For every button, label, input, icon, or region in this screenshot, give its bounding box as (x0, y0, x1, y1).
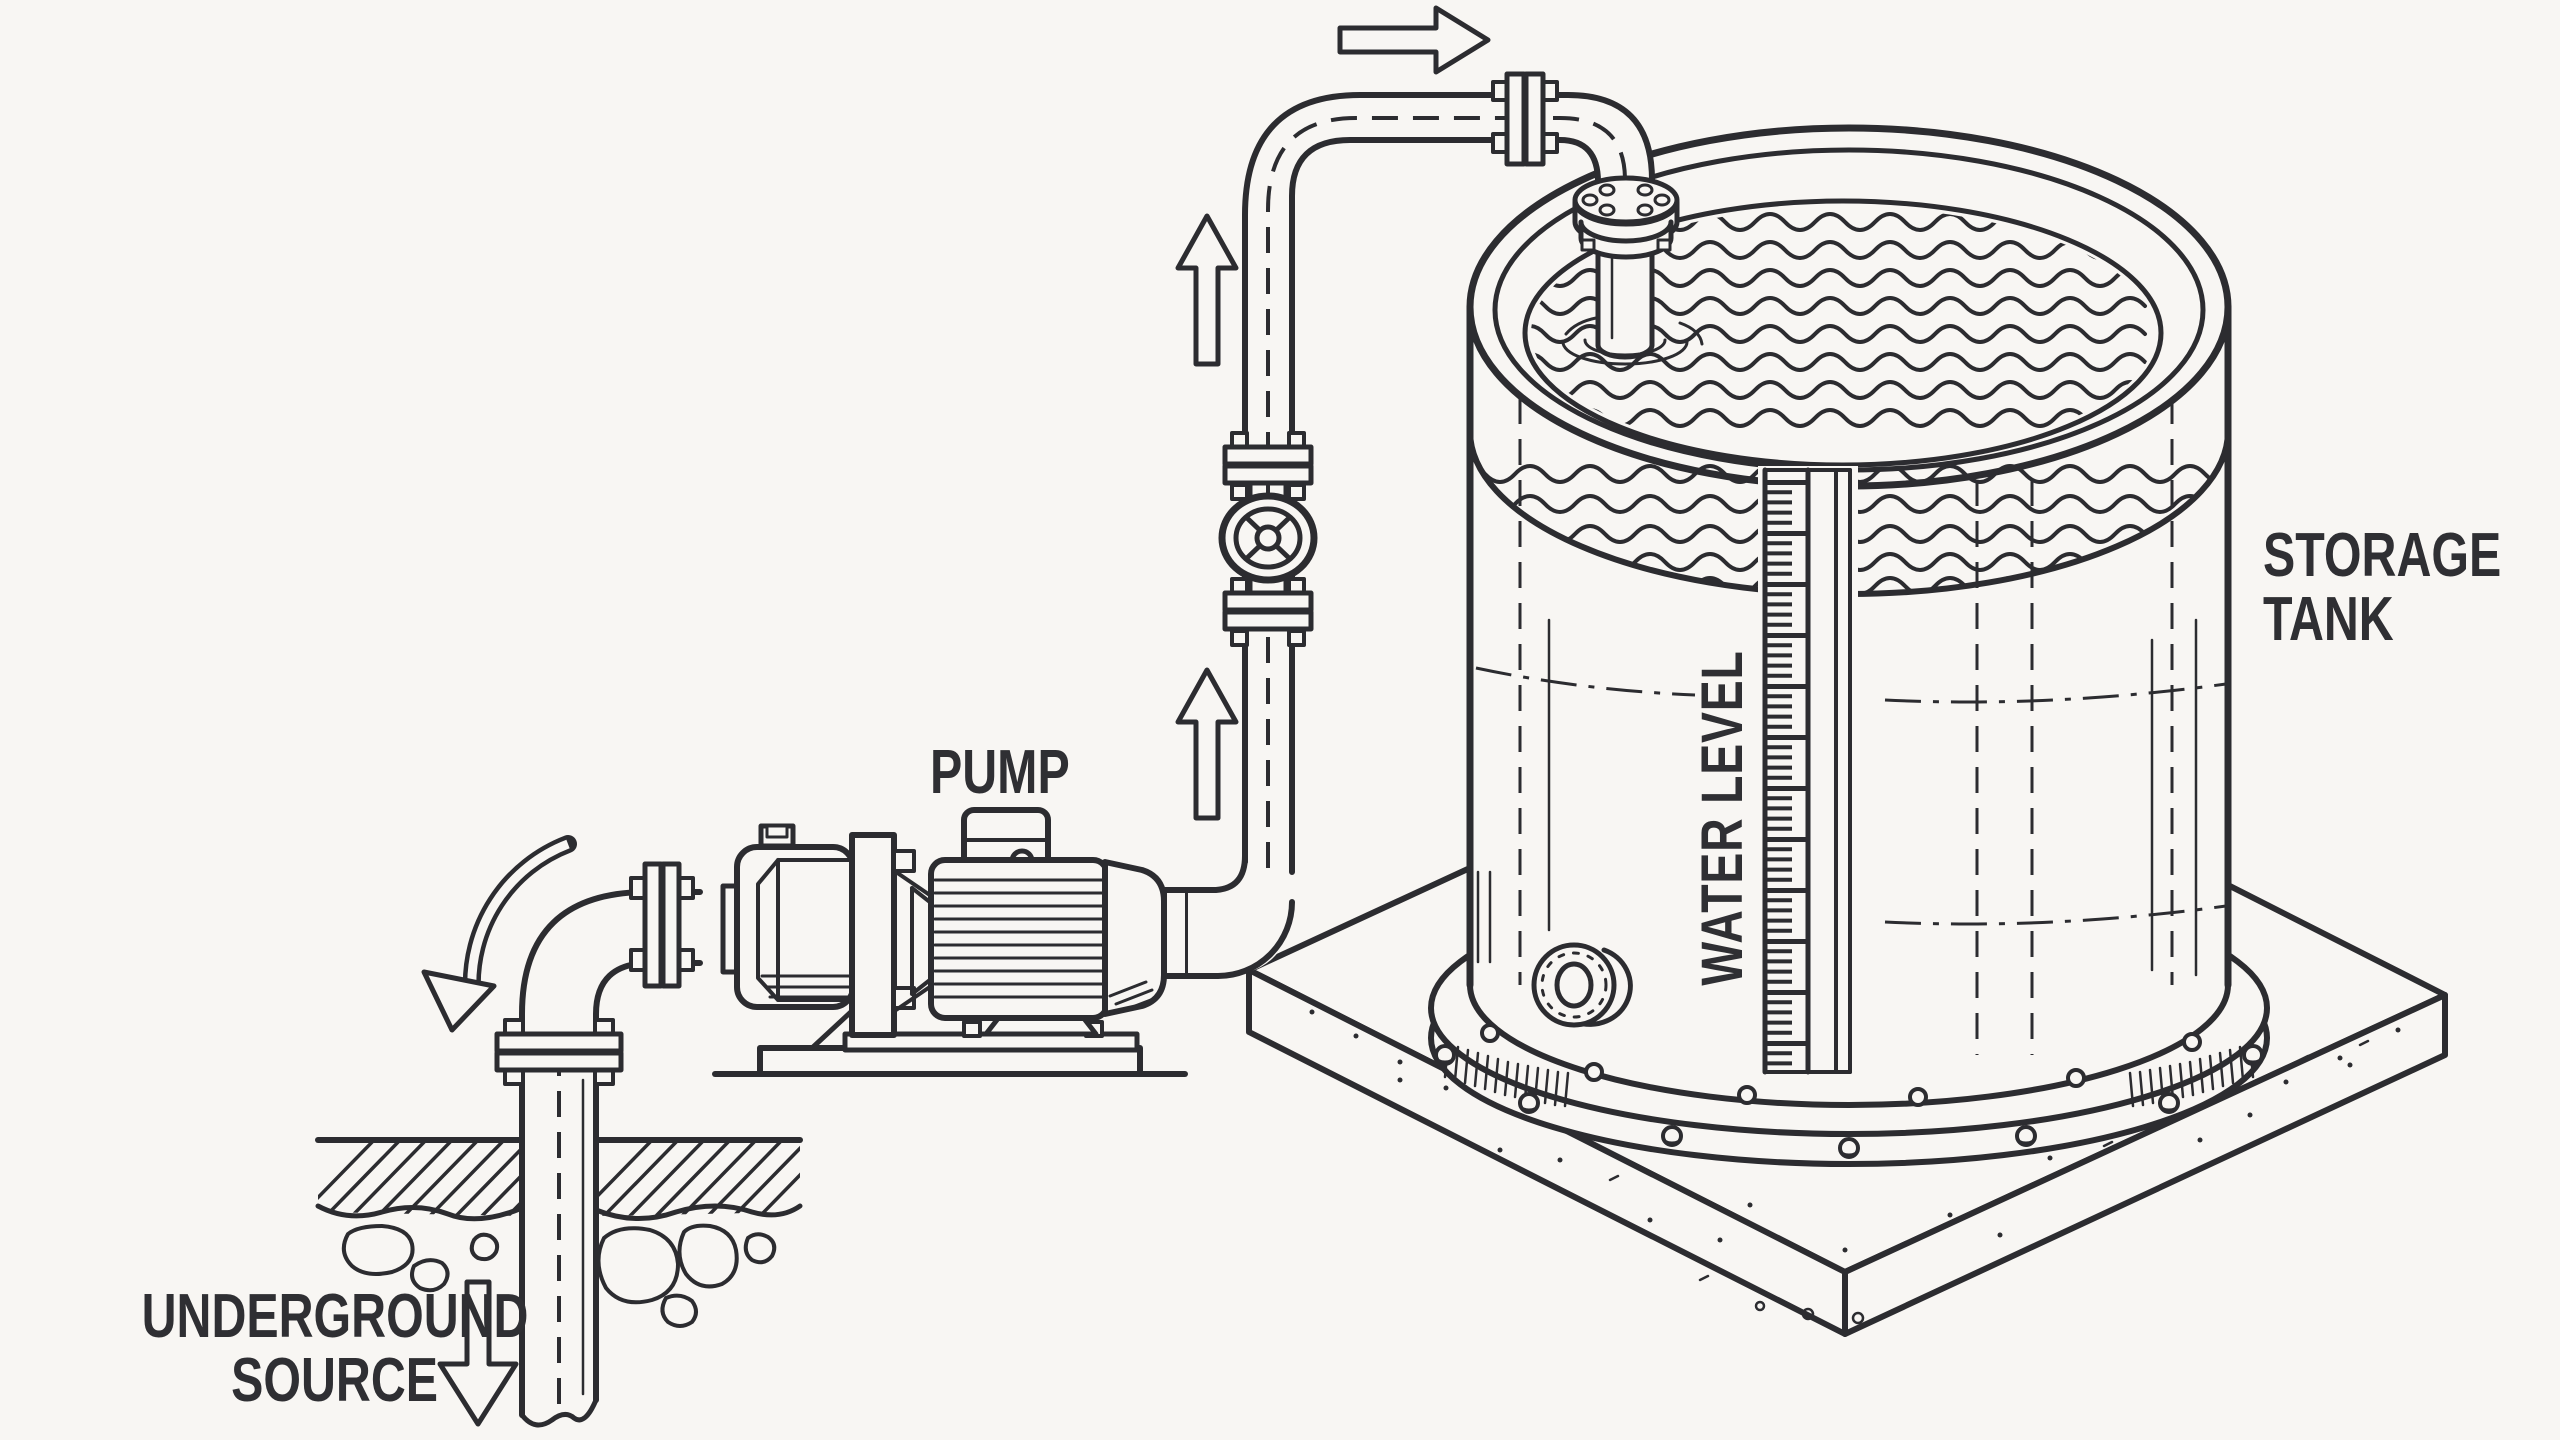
underground-source-label-line2: SOURCE (231, 1346, 438, 1416)
ripples (1561, 316, 1704, 366)
underground-source-label: UNDERGROUND SOURCE (141, 1282, 529, 1416)
storage-tank (1428, 124, 2270, 1167)
flow-arrows (437, 5, 1491, 1427)
ground-cross-section (315, 1137, 803, 1328)
storage-tank-label-line1: STORAGE (2263, 521, 2502, 590)
tank-drain-port (1531, 942, 1633, 1028)
pipe-flange (1491, 71, 1559, 167)
gate-valve (1218, 431, 1318, 647)
underground-supply-pipe (519, 926, 700, 1428)
pump-casing (734, 823, 856, 1010)
flow-arrow-curved-icon (421, 835, 577, 1033)
valve-upper-flange (1222, 431, 1314, 501)
flange-bolts (1434, 1044, 2264, 1159)
valve-lower-flange (1222, 577, 1314, 647)
underground-source-label-line1: UNDERGROUND (141, 1282, 529, 1351)
pump-unit (712, 807, 1191, 1077)
intake-elbow-pipe (494, 861, 740, 1086)
storage-tank-label-line2: TANK (2263, 585, 2394, 655)
flange-bolts-upper (1480, 1023, 2202, 1107)
motor (928, 857, 1167, 1021)
flow-arrow-up-icon (1175, 213, 1239, 367)
tank-inlet-flange (1572, 175, 1680, 260)
flow-arrow-up-icon (1175, 667, 1239, 821)
flow-arrow-down-icon (437, 1279, 519, 1427)
tank-wall-lines (1475, 398, 2227, 1055)
storage-tank-label: STORAGE TANK (2263, 521, 2502, 655)
valve-handwheel-icon (1218, 492, 1318, 584)
concrete-speckles (1309, 1009, 2401, 1325)
tank-inlet-assembly (1561, 175, 1704, 366)
flow-arrow-right-icon (1337, 5, 1491, 75)
discharge-pipe (1185, 71, 1655, 979)
pipe-flange (629, 861, 695, 989)
rocks (341, 1223, 777, 1328)
pipe-flange (494, 1018, 624, 1086)
water-level-gauge-icon (1758, 466, 1858, 1076)
pump-label: PUMP (930, 738, 1070, 807)
water-level-label: WATER LEVEL (1689, 650, 1755, 986)
